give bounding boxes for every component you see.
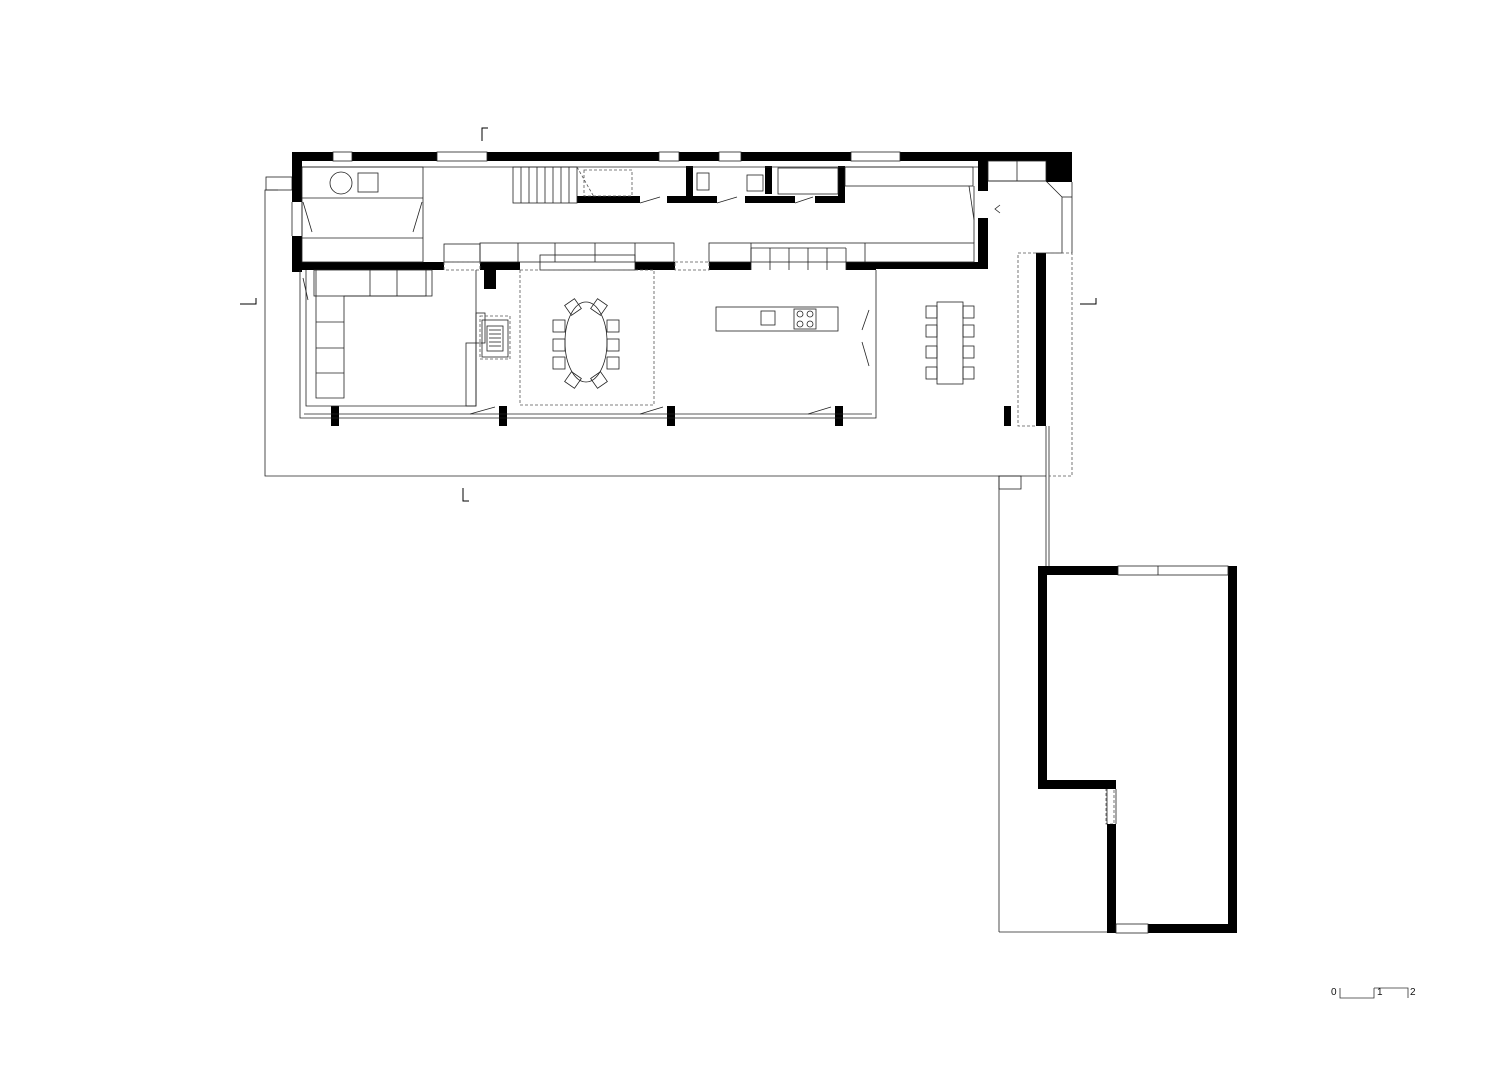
hidden-lines [443, 166, 1115, 825]
main-house-lines [291, 151, 1073, 419]
scale-bar [1339, 987, 1409, 999]
scale-label-2: 2 [1410, 987, 1416, 998]
main-house-walls [292, 152, 1072, 426]
scale-label-0: 0 [1331, 987, 1337, 998]
section-markers [240, 127, 1097, 502]
annex-lines [1106, 565, 1229, 934]
terrace-outline [264, 176, 1110, 933]
annex-walls [1038, 566, 1237, 933]
scale-label-1: 1 [1377, 987, 1383, 998]
